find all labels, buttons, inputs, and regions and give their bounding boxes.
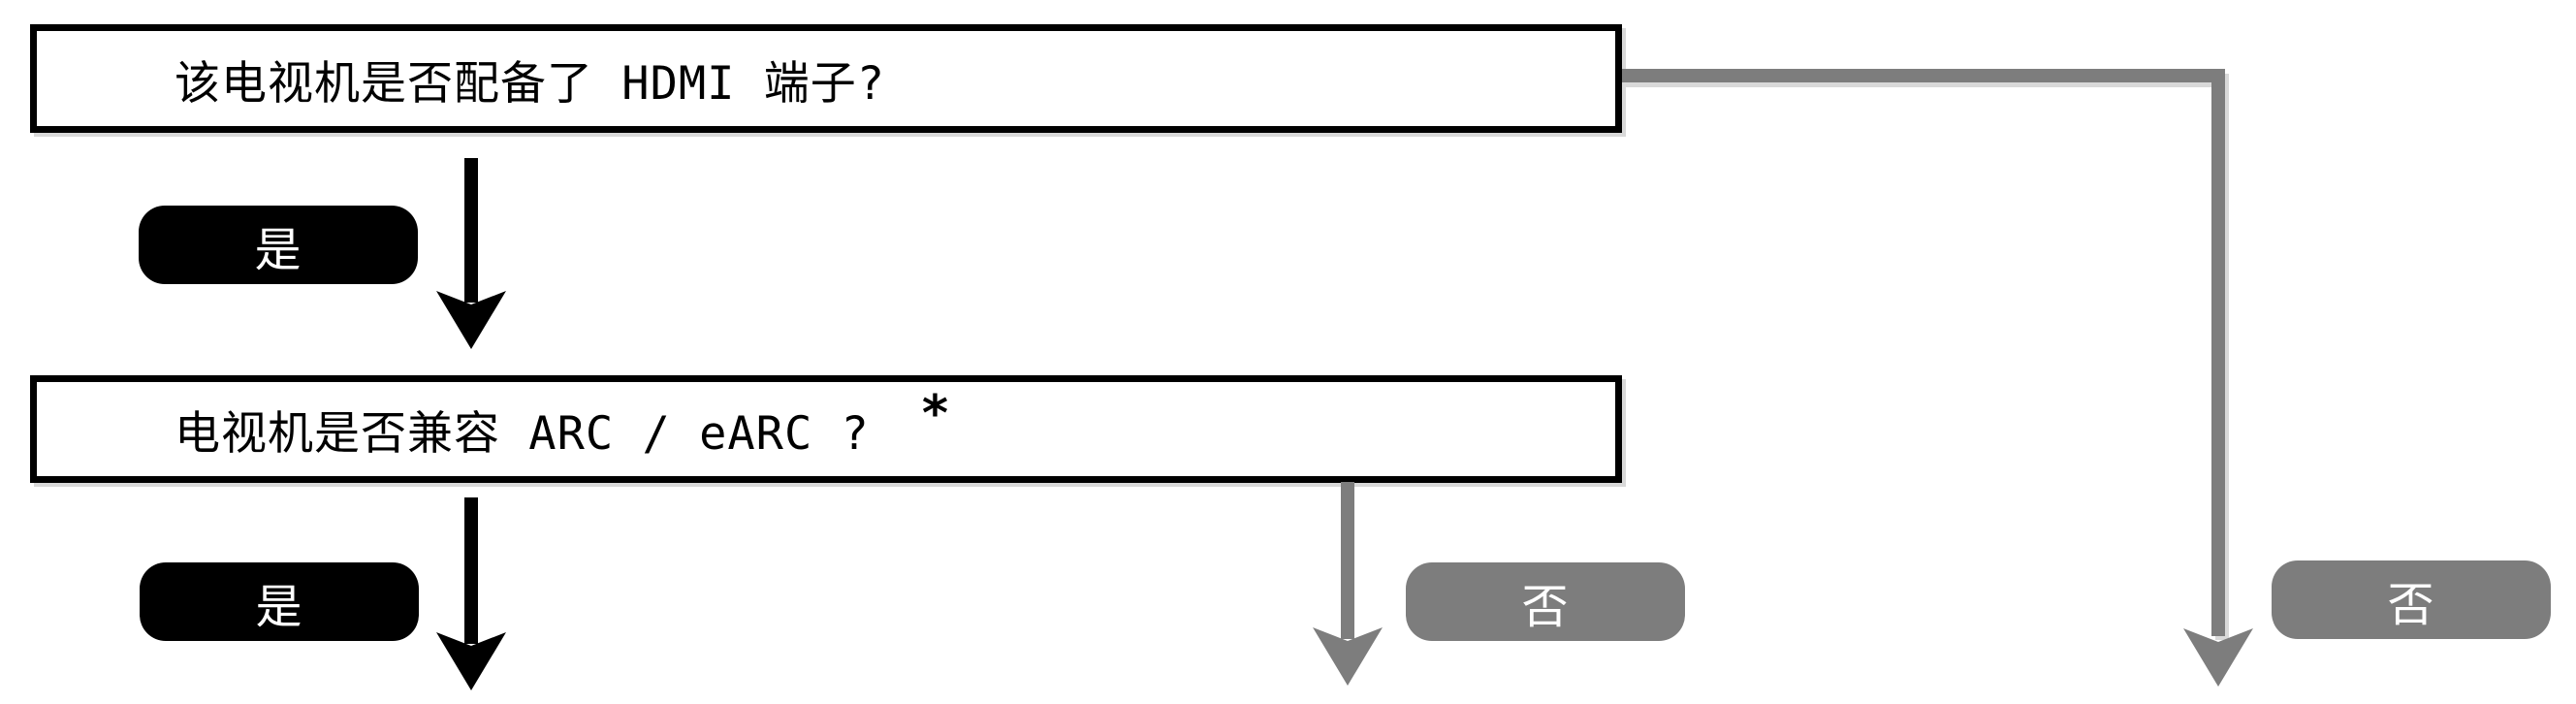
question-text-arc: 电视机是否兼容 ARC / eARC ? <box>175 407 870 461</box>
no-badge-mid: 否 <box>1406 562 1685 641</box>
no-arrow-right-icon <box>2183 628 2253 687</box>
no-badge-right-label: 否 <box>2387 577 2435 632</box>
yes-badge-2-label: 是 <box>255 579 303 634</box>
yes-arrow-2-icon <box>436 632 506 690</box>
question-text-hdmi: 该电视机是否配备了 HDMI 端子? <box>175 56 886 111</box>
yes-badge-1: 是 <box>139 206 418 284</box>
question-box-hdmi: 该电视机是否配备了 HDMI 端子? <box>30 24 1622 133</box>
no-connector-shadow <box>1626 74 2229 640</box>
yes-badge-2: 是 <box>140 562 419 641</box>
question-box-arc: 电视机是否兼容 ARC / eARC ? * <box>30 375 1622 483</box>
no-badge-mid-label: 否 <box>1521 579 1570 634</box>
footnote-asterisk: * <box>919 384 952 443</box>
yes-badge-1-label: 是 <box>254 222 302 277</box>
no-arrow-mid-icon <box>1313 627 1383 686</box>
yes-arrow-1-icon <box>436 291 506 349</box>
no-badge-right: 否 <box>2272 560 2551 639</box>
no-connector-line <box>1622 69 2225 636</box>
